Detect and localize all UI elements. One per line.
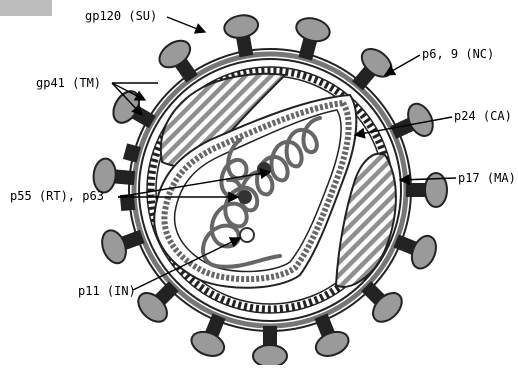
gp120-knob: [98, 227, 130, 266]
gp120-knob: [188, 327, 228, 360]
label-p24: p24 (CA): [454, 109, 512, 123]
label-gp41: gp41 (TM): [36, 76, 101, 90]
corner-thumbnail-icon: [0, 0, 52, 16]
gp120-knob: [223, 13, 260, 41]
rt-dot-lower: [238, 190, 252, 204]
label-gp120: gp120 (SU): [85, 9, 157, 23]
label-p6-9: p6, 9 (NC): [422, 47, 494, 61]
gp120-knob: [294, 15, 333, 45]
label-p17: p17 (MA): [458, 171, 516, 185]
label-p11: p11 (IN): [78, 284, 136, 298]
gp120-spike: [253, 326, 287, 365]
integrase-dot: [240, 228, 254, 242]
gp120-knob: [407, 232, 440, 272]
gp120-knob: [253, 345, 287, 365]
gp120-knob: [312, 327, 352, 360]
label-p55: p55 (RT), p63: [10, 189, 104, 203]
gp120-knob: [403, 100, 437, 140]
